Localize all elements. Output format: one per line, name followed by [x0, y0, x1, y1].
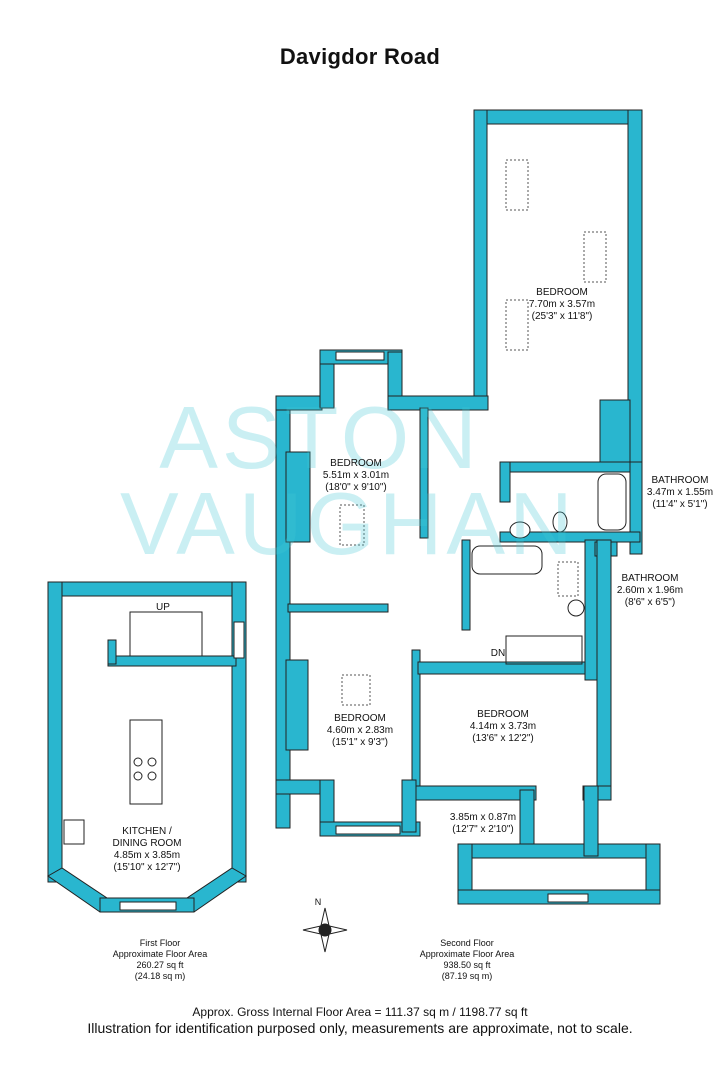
wall — [47, 581, 63, 883]
gross-area-note: Approx. Gross Internal Floor Area = 111.… — [192, 1005, 528, 1019]
wall — [387, 395, 489, 411]
stairs-up-label: UP — [156, 602, 170, 613]
stairs-up — [129, 611, 203, 657]
wall — [285, 659, 309, 751]
compass-north-label: N — [314, 897, 322, 907]
wall — [47, 581, 247, 597]
wall — [107, 655, 237, 667]
compass-icon — [302, 907, 348, 953]
wall — [473, 109, 488, 411]
wall — [596, 539, 612, 791]
sink — [63, 819, 85, 845]
watermark-line: ASTON — [159, 388, 481, 487]
skylight — [583, 231, 607, 283]
bathtub — [471, 545, 543, 575]
wall — [287, 603, 389, 613]
bathtub — [597, 473, 627, 531]
wall — [629, 461, 643, 555]
disclaimer: Illustration for identification purposed… — [87, 1020, 633, 1036]
skylight — [505, 299, 529, 351]
skylight — [505, 159, 529, 211]
skylight — [341, 674, 371, 706]
window — [119, 901, 177, 911]
watermark-line: VAUGHAN — [120, 474, 577, 573]
wall — [401, 779, 417, 833]
wall — [461, 539, 471, 631]
toilet — [552, 511, 568, 533]
window — [335, 351, 385, 361]
washbasin — [509, 521, 531, 539]
room-label-balcony: 3.85m x 0.87m(12'7" x 2'10") — [449, 812, 517, 835]
wall — [473, 109, 643, 125]
skylight — [557, 561, 579, 597]
wall — [499, 461, 641, 473]
hob-ring — [133, 757, 143, 767]
wall — [599, 399, 631, 466]
page-title: Davigdor Road — [279, 44, 441, 69]
washbasin — [567, 599, 585, 617]
kitchen-island — [129, 719, 163, 805]
wall — [457, 843, 661, 859]
hob-ring — [133, 771, 143, 781]
stairs-down — [505, 635, 583, 665]
wall — [583, 785, 599, 857]
window — [233, 621, 245, 659]
wall — [499, 531, 641, 543]
wall — [415, 785, 537, 801]
skylight — [339, 504, 365, 546]
window — [547, 893, 589, 903]
window — [335, 825, 401, 835]
wall — [107, 639, 117, 665]
wall — [419, 407, 429, 539]
hob-ring — [147, 757, 157, 767]
hob-ring — [147, 771, 157, 781]
stairs-down-label: DN — [490, 648, 506, 659]
watermark: ASTON VAUGHAN — [120, 388, 577, 573]
wall — [285, 451, 311, 543]
wall — [499, 461, 511, 503]
wall — [519, 789, 535, 847]
